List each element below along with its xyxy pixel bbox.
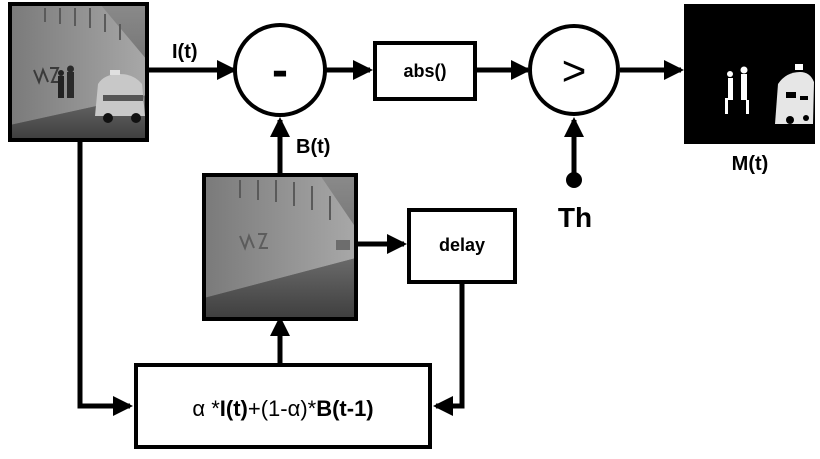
update-formula: α *I(t)+(1-α)*B(t-1) — [192, 396, 373, 421]
foreground-mask-image — [684, 4, 815, 144]
subtract-node: - — [233, 23, 327, 117]
abs-block: abs() — [373, 41, 477, 101]
background-update-block: α *I(t)+(1-α)*B(t-1) — [134, 363, 432, 449]
formula-it: I(t) — [220, 396, 248, 421]
delay-block: delay — [407, 208, 517, 284]
formula-bt1: B(t-1) — [316, 396, 373, 421]
formula-mid: +(1-α)* — [248, 396, 317, 421]
background-model-image — [202, 173, 358, 321]
threshold-label: Th — [558, 202, 592, 233]
wire-input-to-update — [77, 140, 133, 416]
input-signal-label: I(t) — [172, 41, 198, 63]
subtract-symbol: - — [272, 44, 288, 97]
delay-label: delay — [439, 235, 485, 255]
formula-alpha: α * — [192, 396, 220, 421]
compare-symbol: > — [562, 47, 587, 94]
background-signal-label: B(t) — [296, 136, 330, 158]
abs-label: abs() — [403, 61, 446, 81]
wire-delay-to-update — [433, 282, 465, 416]
mask-label: M(t) — [732, 153, 769, 175]
compare-node: > — [528, 24, 620, 116]
input-frame-image — [8, 2, 149, 142]
